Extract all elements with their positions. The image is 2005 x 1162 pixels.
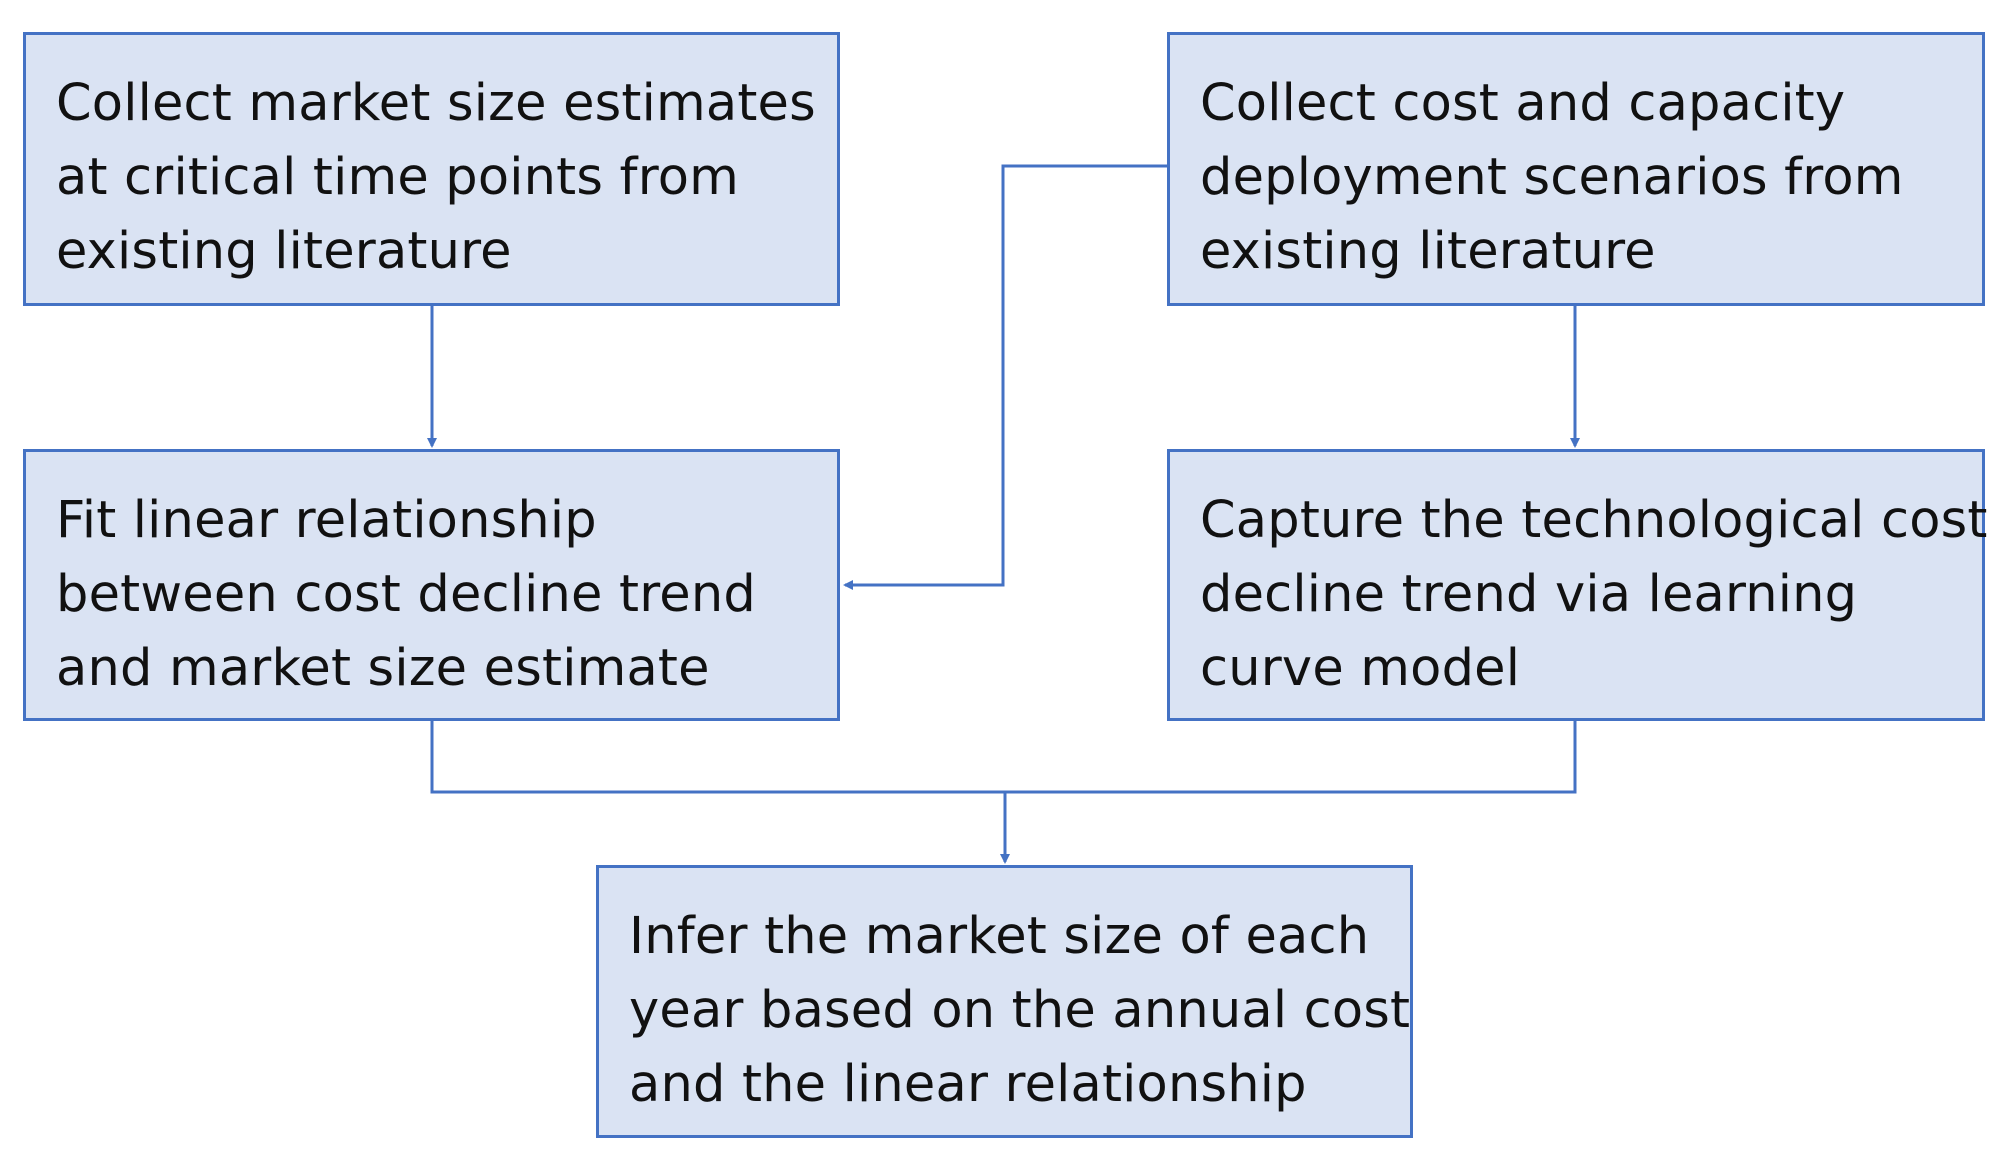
box-text-line: year based on the annual cost xyxy=(629,981,1411,1040)
capture-cost-decline-box: Capture the technological cost decline t… xyxy=(1167,449,1988,721)
fit-linear-relationship-box: Fit linear relationship between cost dec… xyxy=(23,449,840,721)
box-text-line: Infer the market size of each xyxy=(629,907,1370,966)
box-text-line: deployment scenarios from xyxy=(1200,148,1904,207)
box-text-line: decline trend via learning xyxy=(1200,565,1858,624)
box-text-line: Capture the technological cost xyxy=(1200,491,1988,550)
box-text-line: and the linear relationship xyxy=(629,1055,1307,1114)
box-text-line: Collect market size estimates xyxy=(56,74,816,133)
box-text-line: Fit linear relationship xyxy=(56,491,597,550)
box-text-line: existing literature xyxy=(56,222,512,281)
arrow-cost-to-fit xyxy=(843,164,1167,590)
collect-market-size-box: Collect market size estimates at critica… xyxy=(23,32,840,306)
box-text-line: existing literature xyxy=(1200,222,1656,281)
box-text-line: at critical time points from xyxy=(56,148,740,207)
box-text-line: between cost decline trend xyxy=(56,565,756,624)
infer-market-size-box: Infer the market size of each year based… xyxy=(596,865,1413,1138)
box-text-line: Collect cost and capacity xyxy=(1200,74,1846,133)
merge-line-right xyxy=(1005,721,1577,794)
box-text-line: curve model xyxy=(1200,639,1521,698)
merge-line-left xyxy=(430,721,1005,794)
collect-cost-capacity-box: Collect cost and capacity deployment sce… xyxy=(1167,32,1985,306)
box-text-line: and market size estimate xyxy=(56,639,710,698)
